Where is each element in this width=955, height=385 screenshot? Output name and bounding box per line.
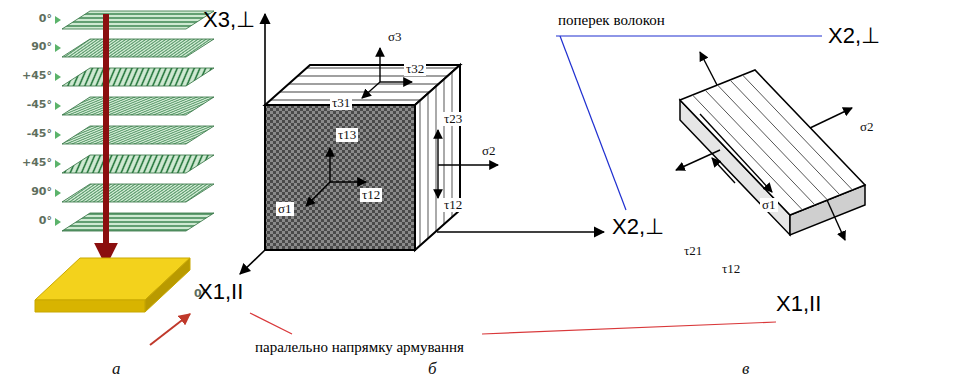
drawing-line (482, 322, 776, 334)
drawing-line (556, 35, 822, 36)
drawing-line (730, 80, 840, 195)
ply-angle: 90° (31, 186, 52, 198)
ply-angle: -45° (27, 99, 52, 111)
drawing-line (379, 48, 380, 82)
drawing-line (437, 165, 438, 198)
stress-label: σ2 (480, 144, 498, 158)
drawing-line (329, 148, 330, 182)
direction-arrow (150, 314, 190, 345)
drawing-line (438, 164, 498, 165)
drawing-line (693, 95, 803, 210)
drawing-polygon (62, 184, 214, 202)
panel-letter: а (112, 360, 121, 379)
stress-label: τ31 (330, 96, 352, 110)
note-text: поперек волокон (558, 12, 665, 29)
stress-arrows-cube (306, 48, 498, 206)
drawing-path (55, 131, 61, 139)
stress-label: σ1 (276, 202, 294, 216)
drawing-line (700, 52, 717, 85)
drawing-line (705, 90, 815, 205)
ply-angle: 0° (39, 215, 52, 227)
drawing-polygon (62, 155, 214, 173)
axis-label: X2,⊥ (612, 215, 664, 239)
axes-cube (240, 14, 604, 274)
drawing-polygon (62, 126, 214, 144)
axis-label: X1,II (198, 280, 243, 304)
drawing-path (55, 189, 61, 197)
stress-label: τ12 (720, 262, 742, 276)
note-text: паралельно напрямку армування (255, 339, 464, 356)
stress-label: τ12 (360, 188, 382, 202)
drawing-polygon (62, 68, 214, 86)
drawing-line (437, 231, 604, 233)
drawing-line (827, 200, 845, 240)
drawing-line (437, 130, 438, 165)
drawing-line (306, 182, 330, 206)
drawing-rect (265, 105, 415, 250)
fiber-lines (693, 75, 853, 210)
axis-label: X3,⊥ (203, 8, 255, 32)
ply-angle: +45° (22, 70, 52, 82)
drawing-polygon (35, 258, 190, 300)
axis-label: X1,II (776, 292, 821, 316)
drawing-line (250, 313, 292, 334)
drawing-line (700, 114, 772, 192)
drawing-line (560, 36, 626, 210)
drawing-line (380, 81, 412, 82)
panel-letter: б (428, 360, 437, 379)
drawing-line (743, 75, 853, 190)
drawing-path (55, 102, 61, 110)
stress-arrows-lamina (676, 52, 852, 240)
drawing-line (330, 181, 366, 182)
panel-letter: в (742, 360, 749, 379)
ply-angle: +45° (22, 157, 52, 169)
drawing-polygon (62, 11, 214, 29)
ply-angle: -45° (27, 128, 52, 140)
drawing-polygon (62, 39, 214, 57)
cube (265, 65, 460, 250)
drawing-polygon (62, 213, 214, 231)
drawing-line (264, 14, 266, 105)
lamina (680, 70, 865, 235)
base-plate (35, 258, 190, 312)
drawing-path (55, 73, 61, 81)
stress-label: τ23 (442, 112, 464, 126)
ply-angle: 90° (31, 41, 52, 53)
drawing-polygon (35, 300, 145, 312)
stress-label: τ32 (404, 62, 426, 76)
stress-label: σ1 (760, 198, 778, 212)
ply-angle: 0° (39, 13, 52, 25)
stress-label: τ12 (442, 198, 464, 212)
drawing-line (712, 158, 735, 183)
stress-label: τ21 (682, 244, 704, 258)
drawing-line (362, 82, 380, 98)
drawing-path (55, 160, 61, 168)
drawing-path (55, 218, 61, 226)
ply-stack (55, 11, 214, 231)
stack-arrow (103, 14, 109, 262)
drawing-polygon (145, 258, 190, 312)
axis-label: X2,⊥ (828, 24, 880, 48)
stress-label: τ13 (336, 128, 358, 142)
drawing-polygon (415, 65, 460, 250)
leader-lines (250, 36, 822, 334)
drawing-polygon (680, 70, 865, 215)
drawing-path (55, 16, 61, 24)
drawing-polygon (62, 97, 214, 115)
stress-label: σ3 (386, 30, 404, 44)
drawing-line (240, 250, 265, 274)
drawing-line (810, 108, 852, 128)
drawing-path (55, 44, 61, 52)
stress-label: σ2 (858, 120, 876, 134)
